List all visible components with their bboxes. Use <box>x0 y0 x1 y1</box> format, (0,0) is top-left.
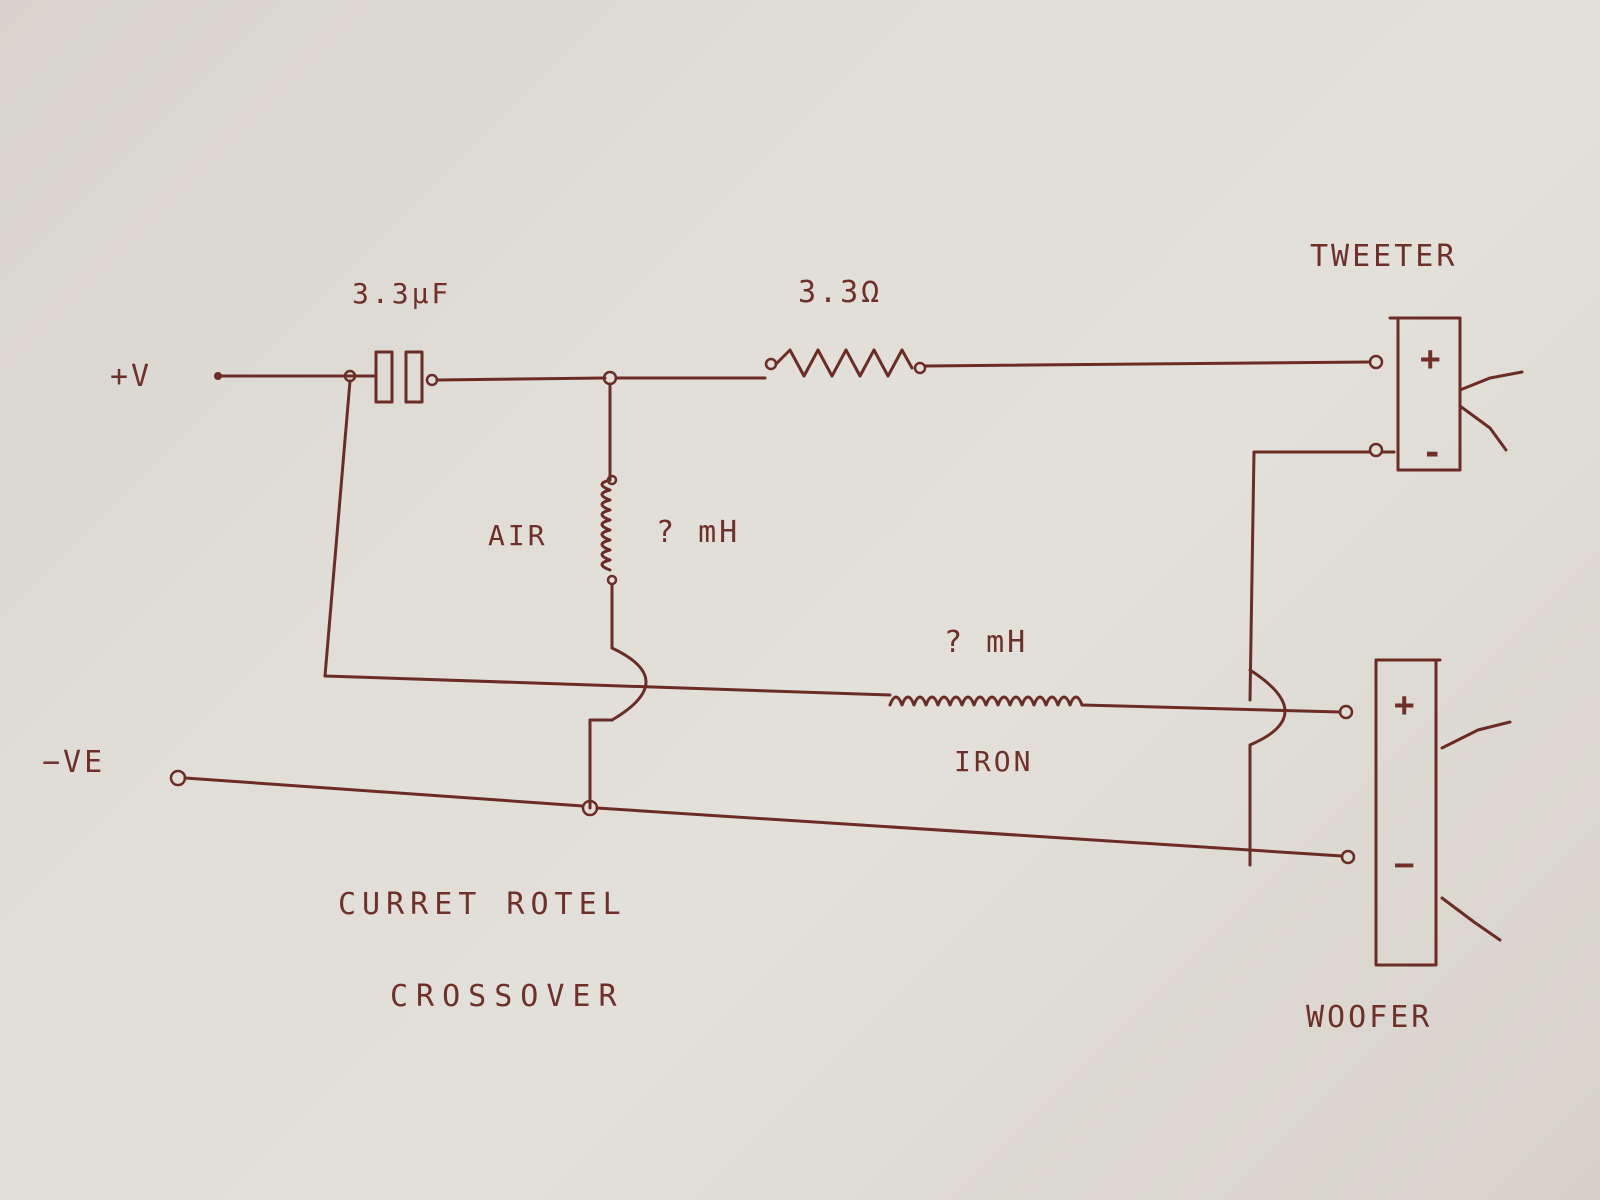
minus-ve-label: −VE <box>42 745 106 780</box>
woofer-plus-label: + <box>1394 685 1418 725</box>
tweeter-label: TWEETER <box>1310 239 1458 274</box>
capacitor-symbol <box>374 350 439 404</box>
caption-line-2: CROSSOVER <box>390 979 625 1014</box>
plus-v-label: +V <box>110 359 153 394</box>
wire-minus-ve <box>169 769 1356 865</box>
iron-label: IRON <box>954 745 1034 778</box>
wire-tweeter-minus <box>1248 442 1396 867</box>
air-label: AIR <box>488 519 548 552</box>
air-inductor-value-label: ? mH <box>656 515 741 550</box>
tweeter-box <box>1388 316 1524 472</box>
wire-resistor-to-tweeter <box>923 354 1384 370</box>
caption-line-1: CURRET ROTEL <box>338 887 627 922</box>
woofer-box <box>1374 658 1512 967</box>
tweeter-minus-label: - <box>1422 433 1446 473</box>
woofer-minus-label: − <box>1394 845 1418 885</box>
wire-cap-to-resistor <box>435 357 778 386</box>
resistor-value-label: 3.3Ω <box>798 275 883 310</box>
capacitor-value-label: 3.3µF <box>352 277 452 310</box>
wire-bypass-to-woofer <box>323 379 1354 720</box>
woofer-label: WOOFER <box>1306 1000 1433 1035</box>
air-inductor-branch <box>581 382 648 817</box>
iron-inductor-value-label: ? mH <box>944 625 1029 660</box>
tweeter-plus-label: + <box>1420 339 1444 379</box>
resistor-symbol <box>774 348 927 378</box>
wire-plus-v-input <box>214 369 377 383</box>
